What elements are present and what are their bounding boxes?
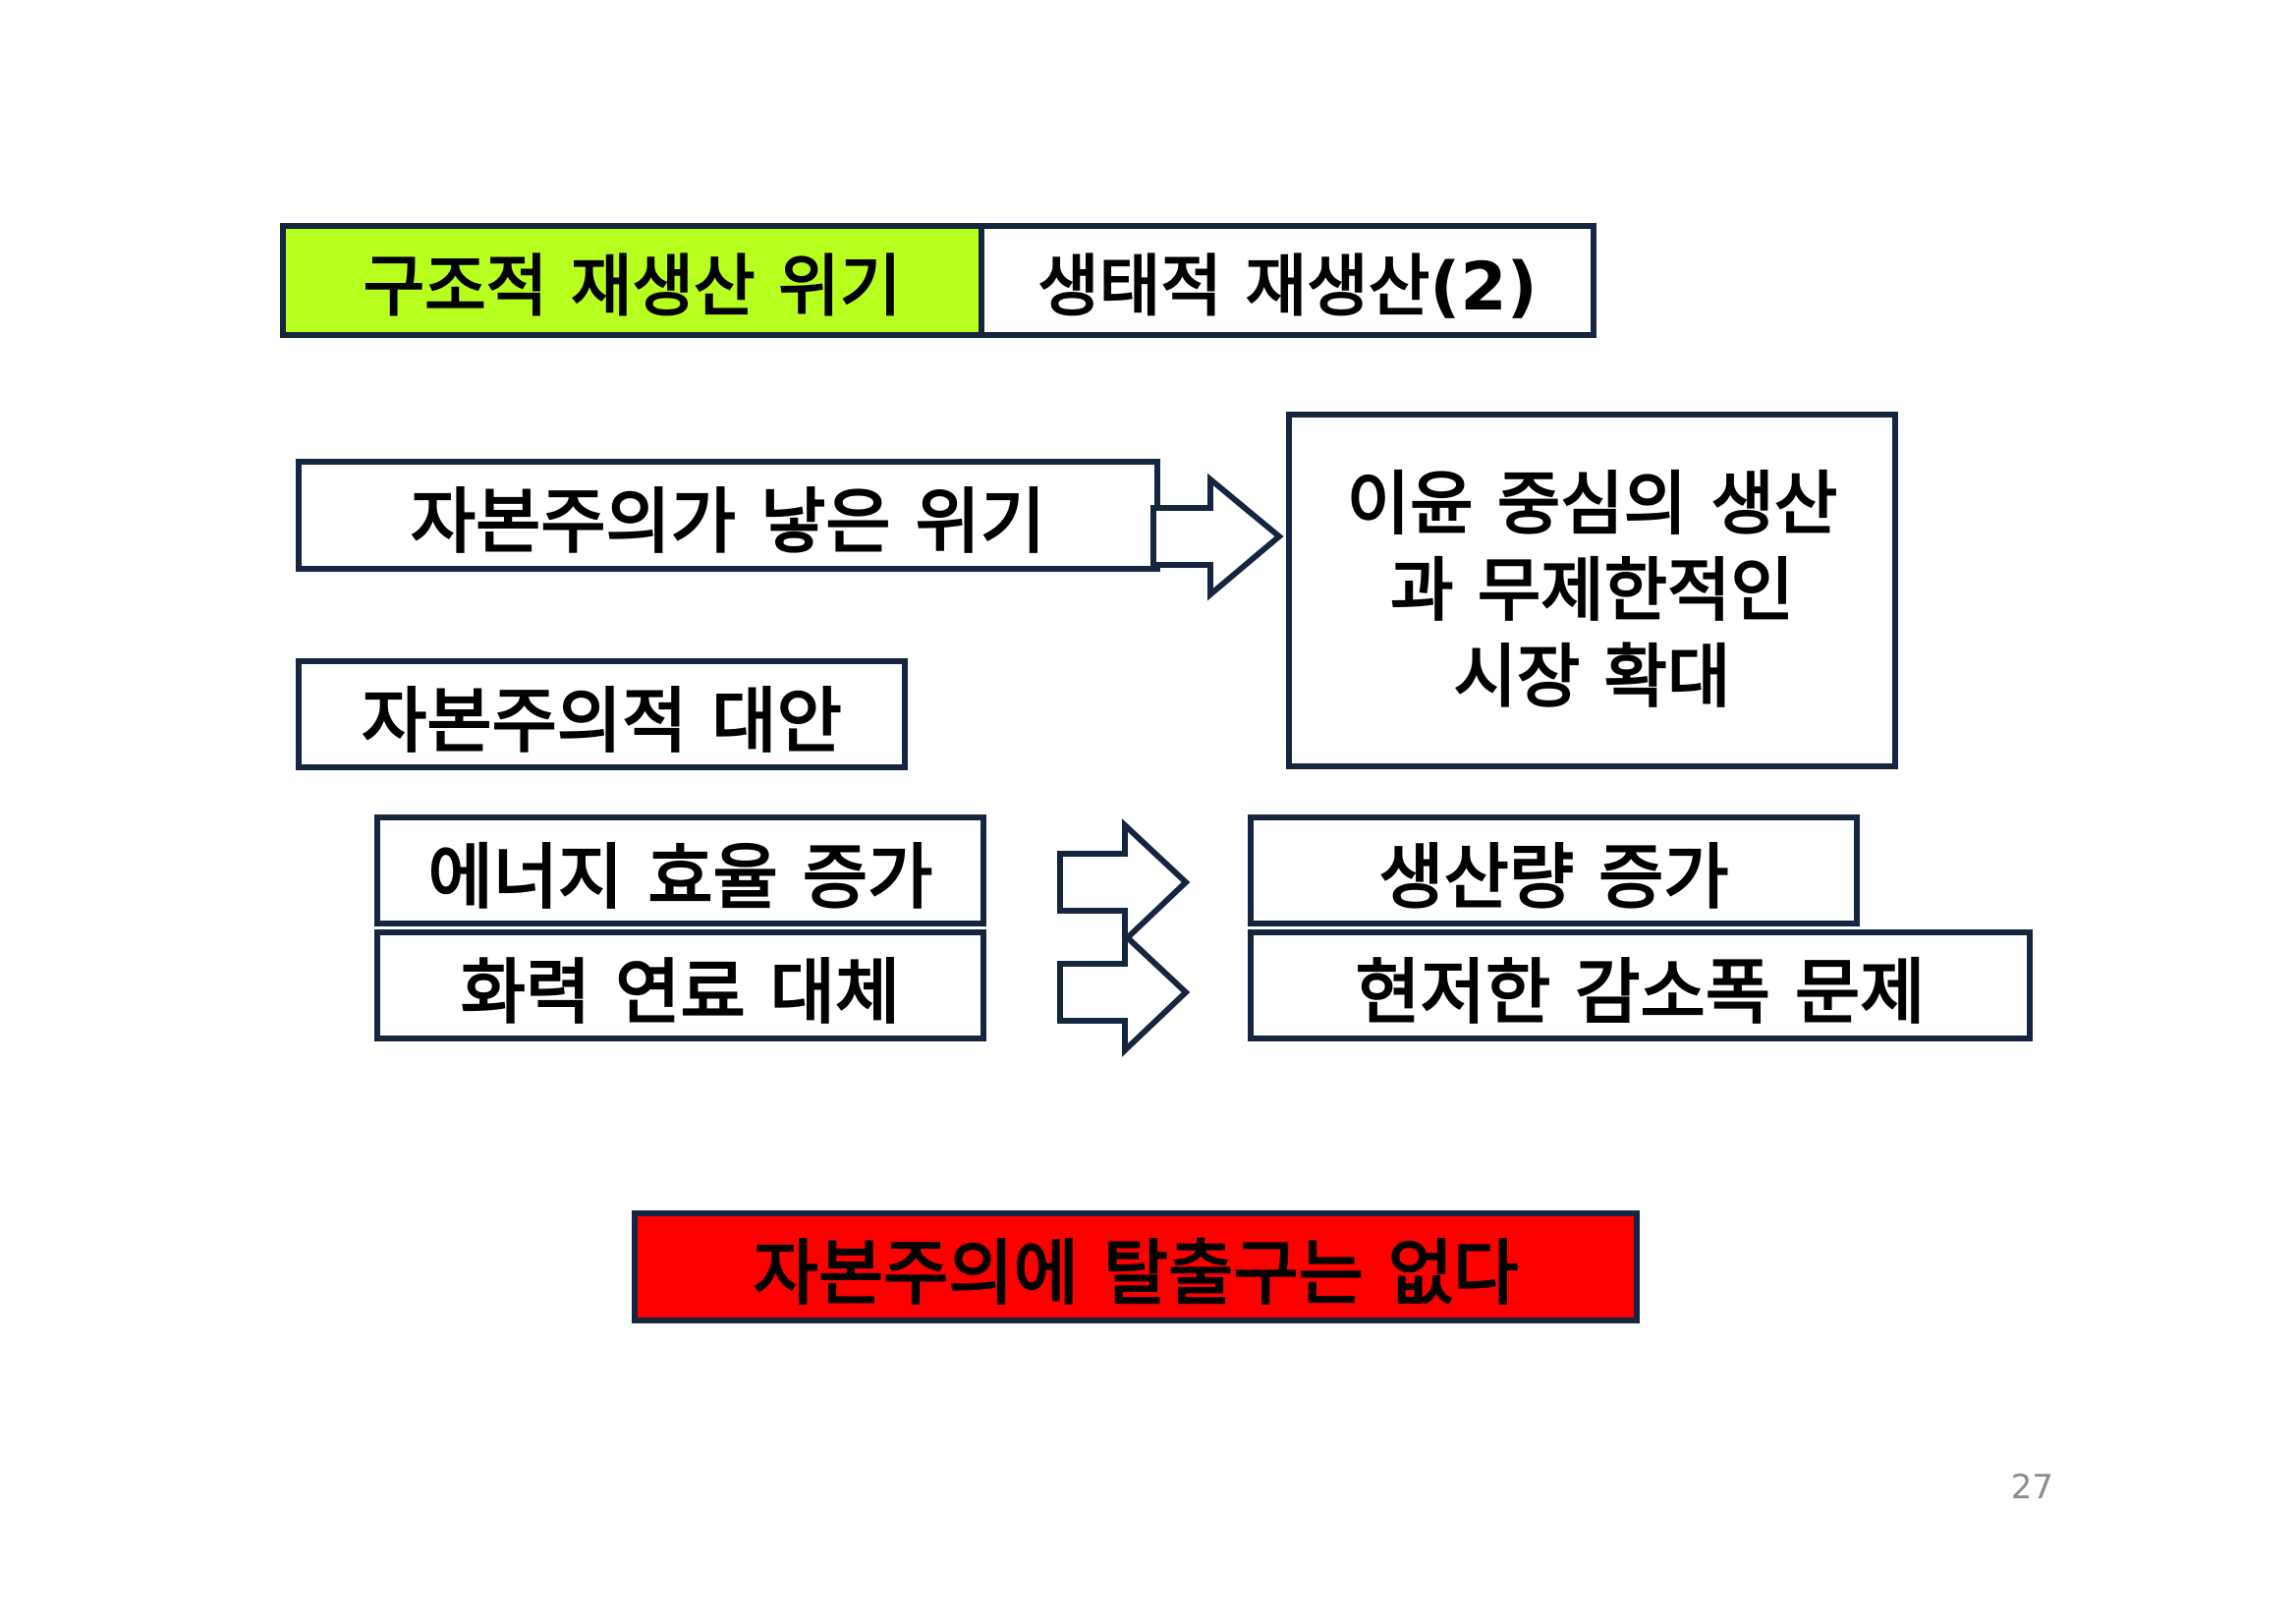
conclusion-box: 자본주의에 탈출구는 없다 [632, 1210, 1640, 1323]
result-line-1: 이윤 중심의 생산 [1346, 464, 1838, 544]
result-text: 이윤 중심의 생산 과 무제한적인 시장 확대 [1347, 461, 1838, 720]
result-box: 이윤 중심의 생산 과 무제한적인 시장 확대 [1286, 412, 1898, 769]
alternative-item-energy: 에너지 효율 증가 [374, 814, 986, 926]
alternative-item-fuel: 화력 연료 대체 [374, 929, 986, 1041]
title-right-box: 생태적 재생산(2) [979, 223, 1596, 338]
crisis-box: 자본주의가 낳은 위기 [296, 459, 1160, 572]
arrow-right-icon [1150, 473, 1284, 601]
outcome-item-production: 생산량 증가 [1248, 814, 1860, 926]
page-number: 27 [2010, 1468, 2053, 1507]
result-line-3: 시장 확대 [1453, 637, 1731, 717]
arrow-right-icon [1057, 928, 1191, 1057]
outcome-item-reduction: 현저한 감소폭 문제 [1248, 929, 2033, 1041]
title-left-box: 구조적 재생산 위기 [280, 223, 984, 338]
arrow-right-icon [1057, 818, 1191, 947]
alternative-box: 자본주의적 대안 [296, 658, 908, 770]
result-line-2: 과 무제한적인 [1390, 550, 1794, 631]
